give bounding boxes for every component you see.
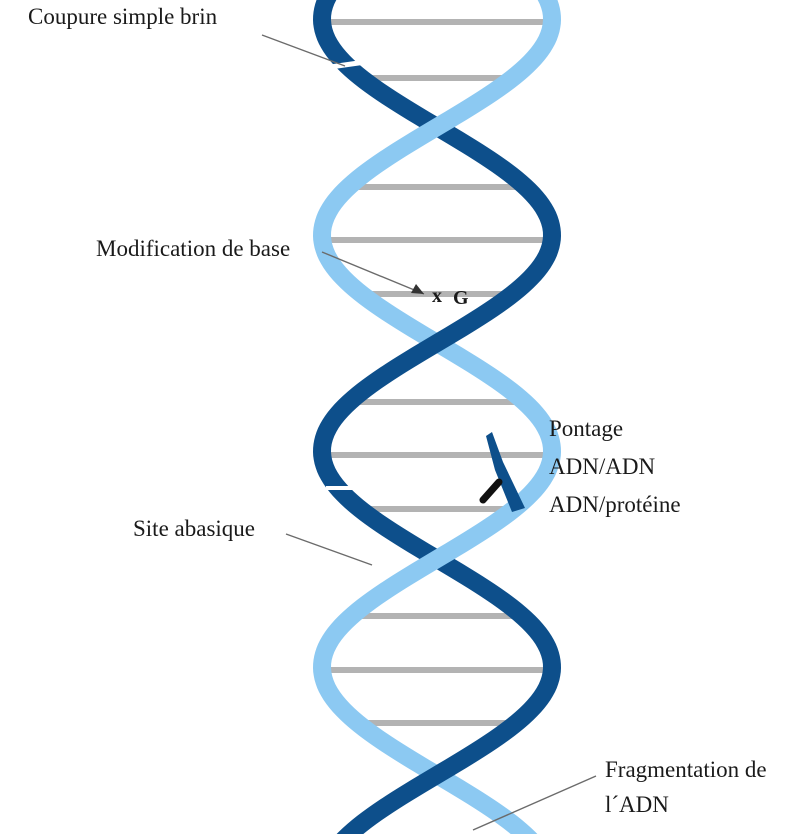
base-pair-rung [364, 720, 510, 726]
base-pair-rung [368, 75, 506, 81]
label-single-strand-break: Coupure simple brin [28, 4, 218, 29]
base-pair-rung [328, 237, 545, 243]
crosslink-strand-fragment [486, 432, 525, 512]
label-crosslink-dna-protein: ADN/protéine [549, 492, 681, 517]
label-base-modification: Modification de base [96, 236, 290, 261]
label-crosslink-title: Pontage [549, 416, 623, 441]
pointer-abasic-site [286, 534, 372, 565]
label-fragmentation-line1: Fragmentation de [605, 757, 767, 782]
crosslink-bond [483, 482, 499, 500]
base-pair-rung [328, 667, 546, 673]
base-pair-rung [358, 613, 516, 619]
label-abasic-site: Site abasique [133, 516, 255, 541]
crosslink-break-gap [326, 486, 354, 490]
base-pair-rung [328, 19, 546, 25]
dna-strands [313, 0, 561, 834]
modified-base-mark: x [432, 285, 442, 307]
base-pair-rung [367, 506, 508, 512]
dark-strand-segment [313, 0, 546, 196]
base-pair-rung [355, 184, 519, 190]
light-strand-segment [328, 0, 561, 196]
label-fragmentation-line2: l´ADN [605, 792, 669, 817]
modified-base-letter: G [453, 287, 469, 309]
base-pair-rung [328, 452, 546, 458]
label-crosslink-dna-dna: ADN/ADN [549, 454, 655, 479]
base-pair-rung [356, 399, 518, 405]
